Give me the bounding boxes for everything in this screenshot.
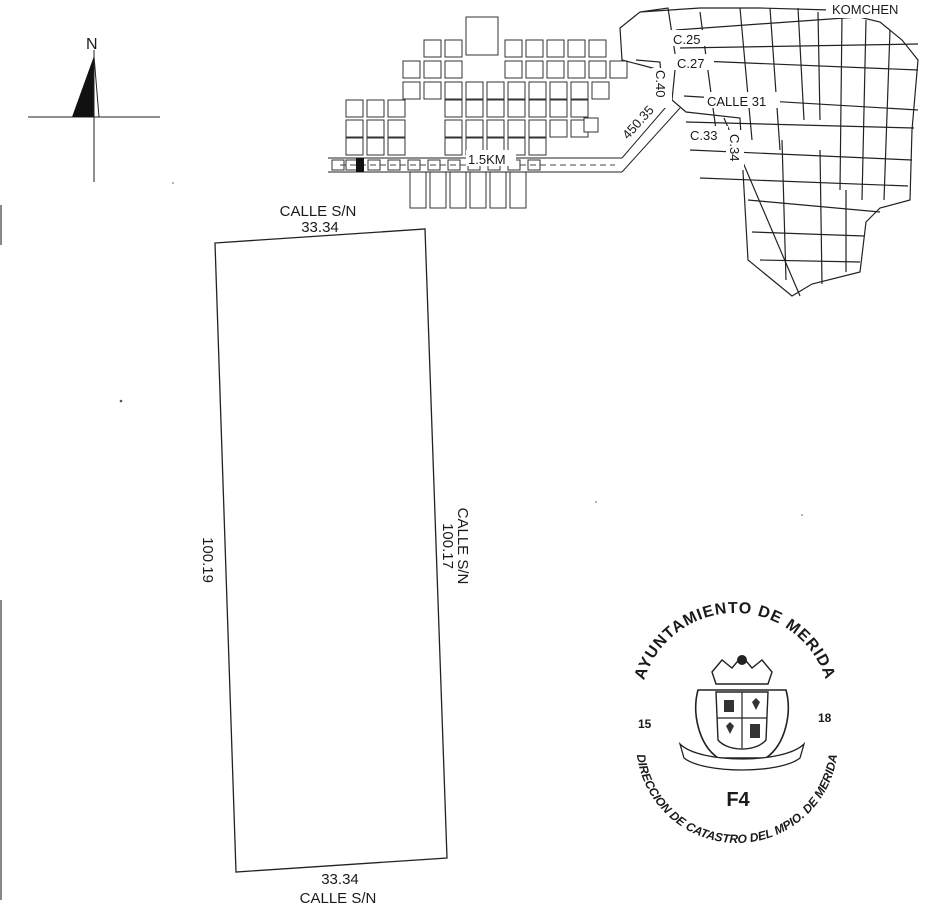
north-arrow-icon (72, 56, 94, 117)
map-block (504, 39, 523, 58)
parcel-top-street: CALLE S/N (280, 203, 357, 220)
north-label: N (86, 36, 98, 53)
map-block (567, 39, 586, 58)
town-label-komchen: KOMCHEN (832, 2, 898, 17)
map-block (583, 117, 599, 133)
map-block (423, 81, 442, 100)
map-block (549, 119, 568, 138)
map-block (366, 119, 385, 138)
map-block (570, 99, 589, 118)
grid-blocks (331, 16, 628, 209)
scan-edge-mark-bottom (0, 600, 2, 900)
street-label-c40: C.40 (653, 70, 668, 97)
map-block (387, 137, 406, 156)
map-block (345, 119, 364, 138)
street-label-c27: C.27 (677, 56, 704, 71)
distance-label: 1.5KM (468, 152, 506, 167)
seal-left-number: 15 (638, 717, 652, 731)
parcel-location-marker (356, 158, 364, 172)
street-label-calle31: CALLE 31 (707, 94, 766, 109)
map-block (387, 119, 406, 138)
town-street-network (619, 7, 919, 297)
map-block (345, 99, 364, 118)
map-block (528, 137, 547, 156)
map-block (444, 60, 463, 79)
map-block (423, 60, 442, 79)
map-block (507, 119, 526, 138)
map-block (465, 16, 499, 56)
map-block (444, 137, 463, 156)
parcel-right-length: 100.17 (439, 523, 456, 569)
map-block (567, 60, 586, 79)
parcel-right-street: CALLE S/N (454, 508, 471, 585)
map-block (366, 99, 385, 118)
seal-code: F4 (726, 789, 750, 811)
map-block (387, 99, 406, 118)
cadastre-seal-stamp: AYUNTAMIENTO DE MERIDA 15 18 F4 DIRECCIO… (632, 600, 841, 846)
segment-length-label: 450.35 (619, 102, 657, 142)
map-block (423, 39, 442, 58)
map-block (525, 39, 544, 58)
map-block (486, 119, 505, 138)
map-block (588, 60, 607, 79)
map-block (444, 81, 463, 100)
map-block (402, 81, 421, 100)
map-block (366, 137, 385, 156)
map-block (525, 60, 544, 79)
location-map: KOMCHEN C.25 C.27 C.40 CALLE 31 C.33 C.3… (328, 0, 919, 297)
map-block (546, 39, 565, 58)
map-block (444, 39, 463, 58)
parcel-bottom-length: 33.34 (321, 871, 359, 888)
north-arrow: N (28, 36, 160, 182)
street-label-c34: C.34 (727, 134, 742, 161)
map-block (509, 171, 527, 209)
street-label-c25: C.25 (673, 32, 700, 47)
street-label-c33: C.33 (690, 128, 717, 143)
map-block (549, 81, 568, 100)
parcel-left-length: 100.19 (199, 537, 216, 583)
map-block (465, 119, 484, 138)
map-block (486, 81, 505, 100)
map-block (528, 119, 547, 138)
parcel-top-length: 33.34 (301, 219, 339, 236)
map-block (444, 119, 463, 138)
scan-edge-mark-top (0, 205, 2, 245)
map-block (465, 99, 484, 118)
parcel-bottom-street: CALLE S/N (300, 890, 377, 907)
scan-specks (119, 182, 803, 516)
map-block (591, 81, 610, 100)
map-block (429, 171, 447, 209)
map-block (528, 81, 547, 100)
map-block (449, 171, 467, 209)
map-block (507, 81, 526, 100)
map-block (486, 99, 505, 118)
coat-of-arms-icon (678, 654, 806, 771)
map-block (528, 99, 547, 118)
parcel: CALLE S/N 33.34 CALLE S/N 100.17 100.19 … (199, 203, 471, 907)
map-block (402, 60, 421, 79)
map-block (588, 39, 607, 58)
map-block (444, 99, 463, 118)
map-block (489, 171, 507, 209)
map-block (345, 137, 364, 156)
map-block (507, 99, 526, 118)
map-block (465, 81, 484, 100)
map-block (549, 99, 568, 118)
parcel-outline (214, 228, 448, 873)
map-block (546, 60, 565, 79)
map-block (409, 171, 427, 209)
map-block (609, 60, 628, 79)
map-block (570, 81, 589, 100)
seal-right-number: 18 (818, 711, 832, 725)
map-block (504, 60, 523, 79)
map-block (469, 171, 487, 209)
